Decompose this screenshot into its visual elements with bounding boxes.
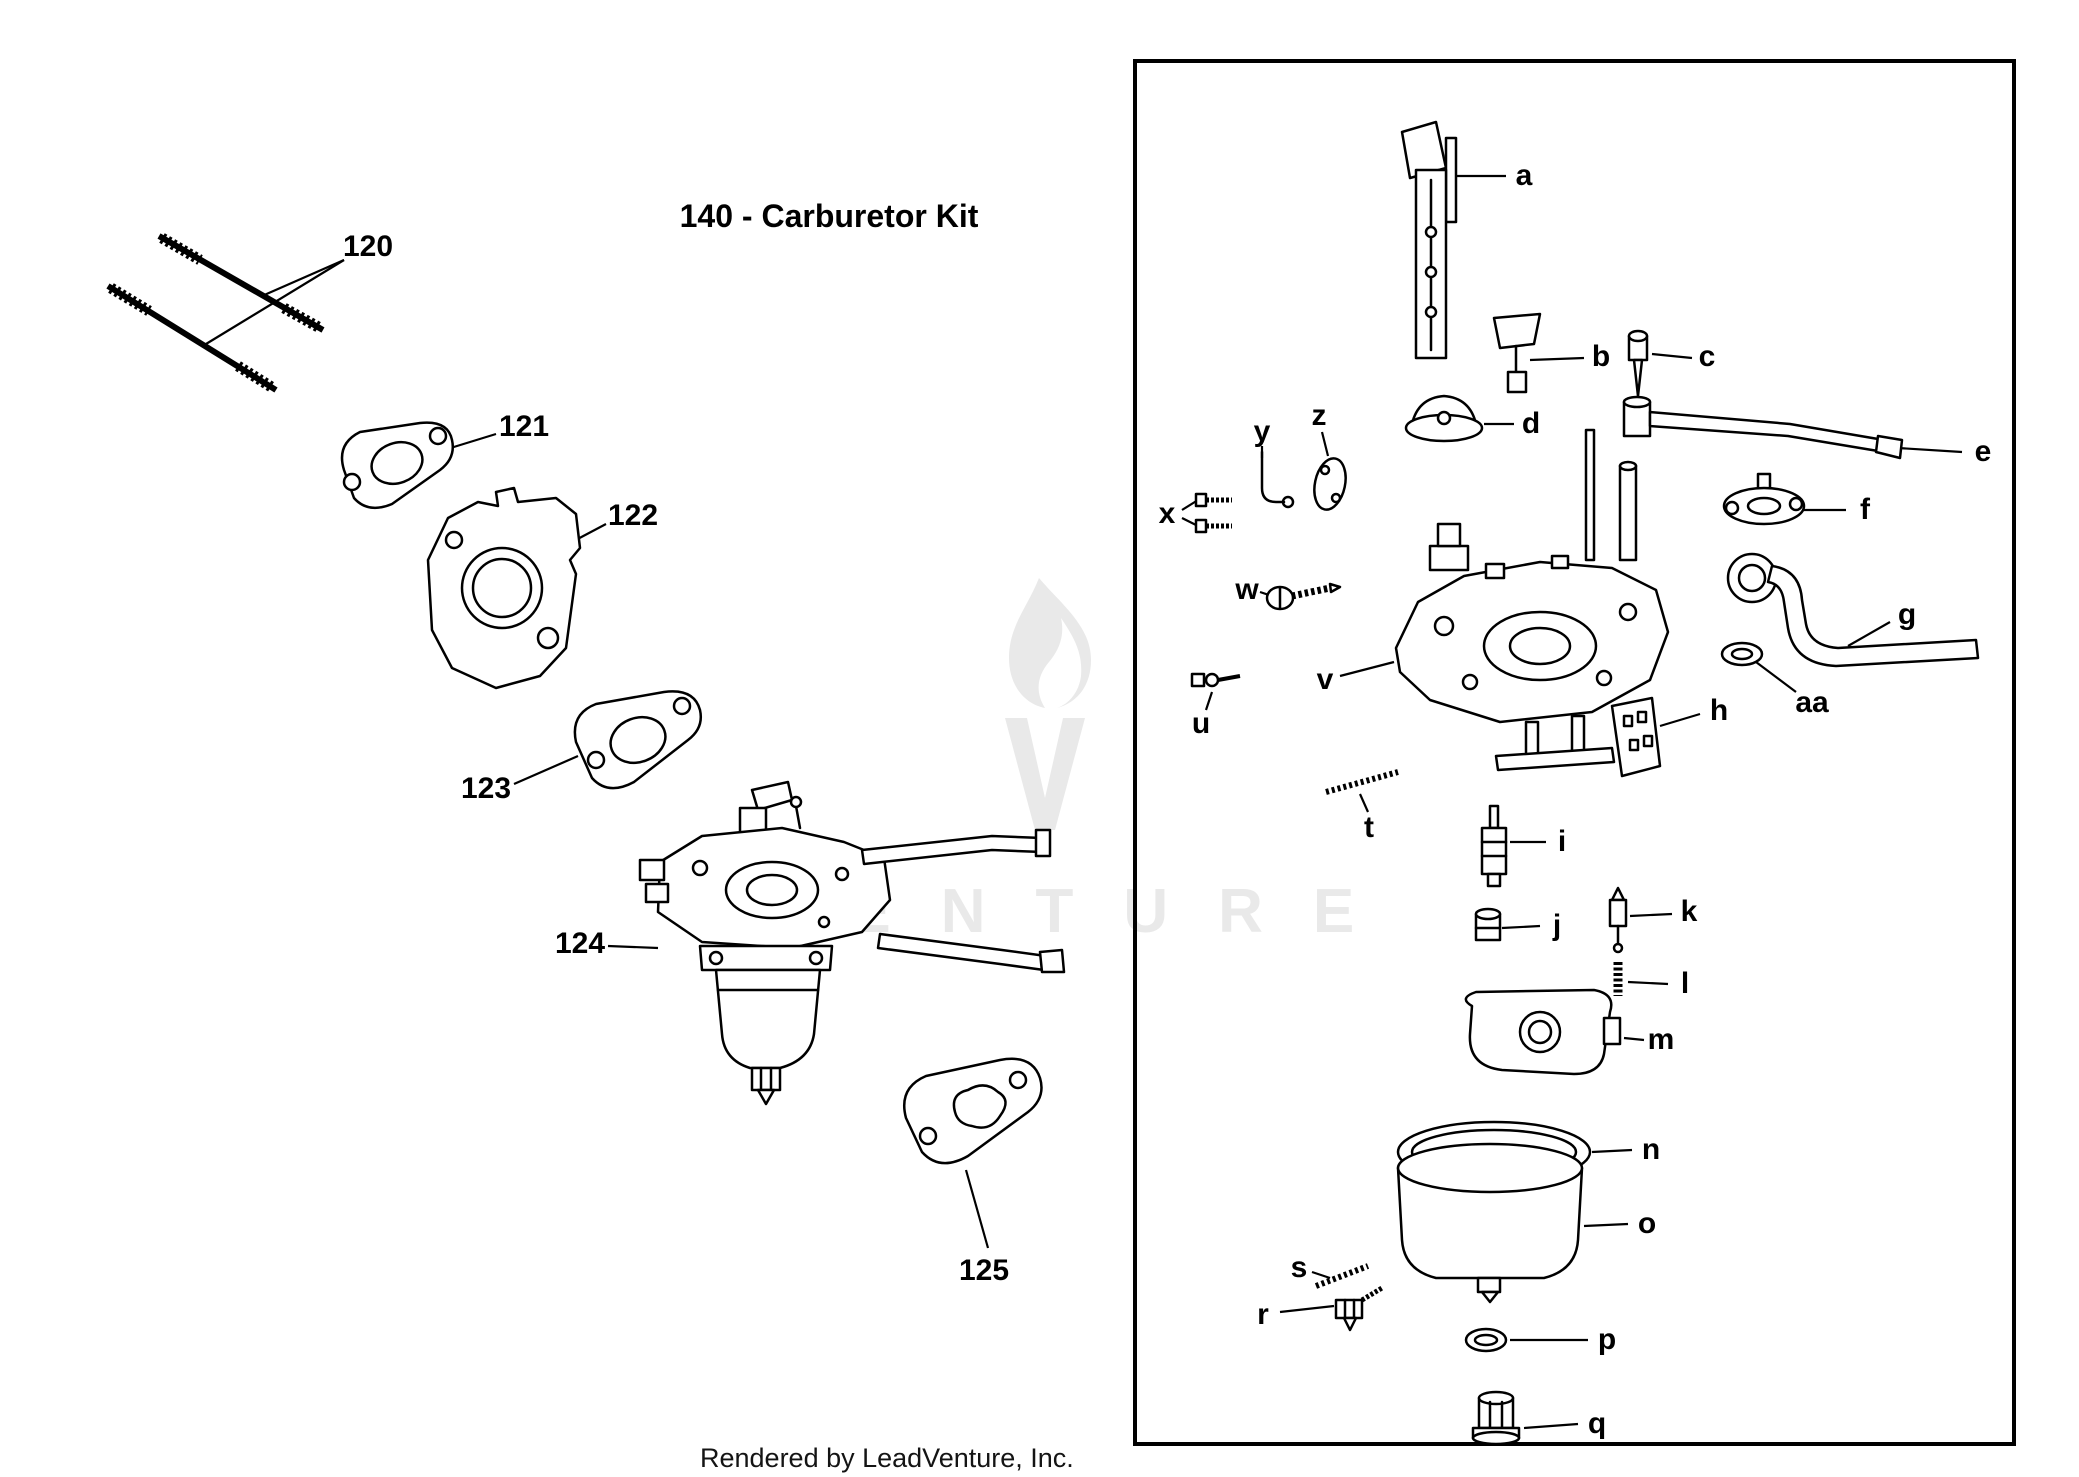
- callout-label-125: 125: [958, 1254, 1010, 1287]
- callout-label-p: p: [1597, 1323, 1617, 1356]
- callout-label-f: f: [1860, 493, 1870, 526]
- callout-label-l: l: [1680, 967, 1690, 1000]
- footer-credit: Rendered by LeadVenture, Inc.: [700, 1443, 1074, 1473]
- part-j-main-jet-drawing: [1474, 907, 1502, 942]
- part-123-gasket-drawing: [573, 690, 702, 790]
- callout-label-e: e: [1974, 435, 1992, 468]
- part-121-gasket-drawing: [340, 421, 454, 510]
- part-u-pilot-screw-drawing: [1190, 672, 1241, 688]
- part-e-throttle-lever-drawing: [1622, 395, 1904, 460]
- callout-label-124: 124: [554, 927, 606, 960]
- part-t-spring-drawing: [1325, 769, 1399, 795]
- part-k-float-needle-drawing: [1608, 886, 1628, 954]
- part-q-bowl-nut-drawing: [1471, 1390, 1521, 1446]
- callout-label-u: u: [1191, 707, 1211, 740]
- part-o-float-bowl-drawing: [1396, 1142, 1584, 1304]
- part-aa-washer-drawing: [1720, 641, 1764, 667]
- callout-label-n: n: [1641, 1133, 1661, 1166]
- part-b-choke-valve-drawing: [1492, 312, 1542, 394]
- callout-label-aa: aa: [1795, 686, 1829, 719]
- callout-label-o: o: [1637, 1207, 1657, 1240]
- callout-label-k: k: [1680, 895, 1698, 928]
- callout-label-b: b: [1591, 340, 1611, 373]
- callout-label-123: 123: [460, 772, 512, 805]
- callout-label-h: h: [1709, 694, 1729, 727]
- part-w-screw-spring-drawing: [1265, 582, 1342, 611]
- part-d-dome-drawing: [1404, 394, 1484, 443]
- callout-label-q: q: [1587, 1407, 1607, 1440]
- part-z-oval-plate-drawing: [1313, 457, 1347, 511]
- part-i-emulsion-tube-drawing: [1480, 804, 1508, 888]
- callout-label-t: t: [1364, 811, 1374, 844]
- part-x-screws-drawing: [1194, 492, 1232, 534]
- part-120-studs-drawing: [106, 233, 325, 393]
- part-c-needle-drawing: [1627, 329, 1649, 398]
- part-v-carburetor-body-drawing: [1394, 428, 1670, 772]
- part-r-drain-screw-drawing: [1334, 1285, 1384, 1332]
- part-g-arm-drawing: [1726, 552, 1980, 668]
- part-m-float-drawing: [1464, 988, 1622, 1076]
- callout-label-w: w: [1235, 573, 1259, 606]
- callout-label-m: m: [1647, 1023, 1675, 1056]
- callout-label-a: a: [1515, 159, 1533, 192]
- callout-label-i: i: [1557, 825, 1567, 858]
- part-a-choke-shaft-drawing: [1400, 120, 1458, 360]
- callout-label-r: r: [1257, 1298, 1269, 1331]
- callout-label-d: d: [1521, 407, 1541, 440]
- callout-label-y: y: [1253, 415, 1271, 448]
- callout-label-z: z: [1311, 399, 1327, 432]
- callout-label-122: 122: [607, 499, 659, 532]
- callout-label-c: c: [1698, 340, 1716, 373]
- page-title: 140 - Carburetor Kit: [679, 198, 979, 234]
- part-h-plate-drawing: [1610, 696, 1662, 778]
- callout-label-s: s: [1290, 1251, 1308, 1284]
- part-124-carburetor-assembly-drawing: [638, 780, 1066, 1106]
- callout-label-j: j: [1552, 909, 1562, 942]
- callout-label-g: g: [1897, 598, 1917, 631]
- flame-icon: [1009, 578, 1091, 708]
- v-logo-icon: [1005, 718, 1085, 830]
- callout-label-v: v: [1316, 663, 1334, 696]
- part-122-insulator-drawing: [426, 486, 582, 690]
- callout-label-121: 121: [498, 410, 550, 443]
- callout-label-x: x: [1158, 497, 1176, 530]
- watermark-flame-logo: [992, 570, 1112, 865]
- part-p-oring-drawing: [1464, 1327, 1508, 1353]
- part-f-flange-drawing: [1722, 472, 1806, 526]
- part-y-bracket-drawing: [1260, 450, 1295, 509]
- part-125-gasket-drawing: [903, 1057, 1043, 1165]
- callout-label-120: 120: [342, 230, 394, 263]
- kit-bounding-box: [1133, 59, 2016, 1446]
